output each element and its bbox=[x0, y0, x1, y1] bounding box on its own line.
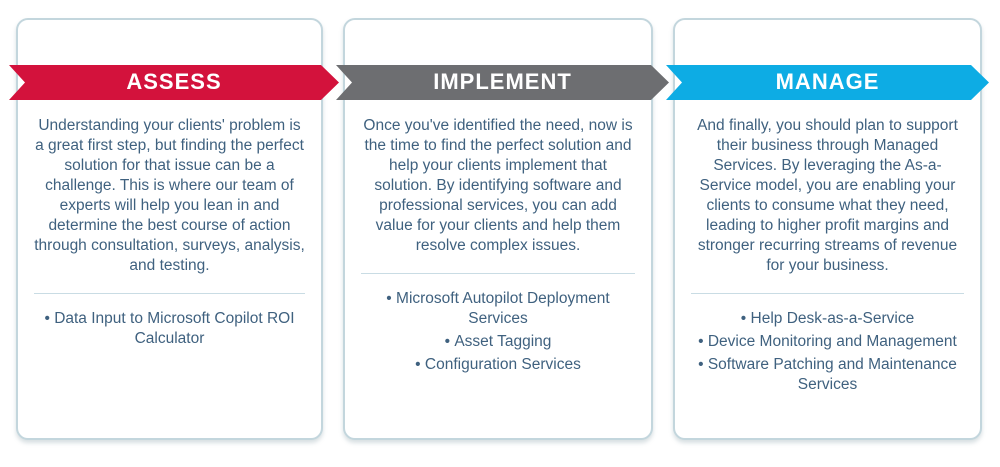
implement-title: IMPLEMENT bbox=[433, 69, 572, 94]
implement-arrow-banner: IMPLEMENT bbox=[336, 65, 669, 100]
card-manage: MANAGE And finally, you should plan to s… bbox=[673, 18, 982, 440]
implement-description: Once you've identified the need, now is … bbox=[363, 117, 633, 254]
divider bbox=[691, 293, 964, 294]
manage-description: And finally, you should plan to support … bbox=[697, 117, 958, 274]
manage-bullet-list: Help Desk-as-a-Service Device Monitoring… bbox=[689, 309, 966, 395]
list-item: Software Patching and Maintenance Servic… bbox=[689, 355, 966, 395]
list-item: Microsoft Autopilot Deployment Services bbox=[359, 289, 637, 329]
divider bbox=[34, 293, 305, 294]
list-item: Configuration Services bbox=[359, 355, 637, 375]
list-item: Device Monitoring and Management bbox=[689, 332, 966, 352]
assess-title: ASSESS bbox=[126, 69, 222, 94]
list-item: Help Desk-as-a-Service bbox=[689, 309, 966, 329]
divider bbox=[361, 273, 635, 274]
assess-description: Understanding your clients' problem is a… bbox=[34, 117, 305, 274]
card-assess: ASSESS Understanding your clients' probl… bbox=[16, 18, 323, 440]
assess-bullet-list: Data Input to Microsoft Copilot ROI Calc… bbox=[32, 309, 307, 349]
list-item: Asset Tagging bbox=[359, 332, 637, 352]
card-implement: IMPLEMENT Once you've identified the nee… bbox=[343, 18, 653, 440]
implement-bullet-list: Microsoft Autopilot Deployment Services … bbox=[359, 289, 637, 375]
assess-arrow-banner: ASSESS bbox=[9, 65, 339, 100]
manage-arrow-banner: MANAGE bbox=[666, 65, 989, 100]
manage-title: MANAGE bbox=[775, 69, 880, 94]
list-item: Data Input to Microsoft Copilot ROI Calc… bbox=[32, 309, 307, 349]
